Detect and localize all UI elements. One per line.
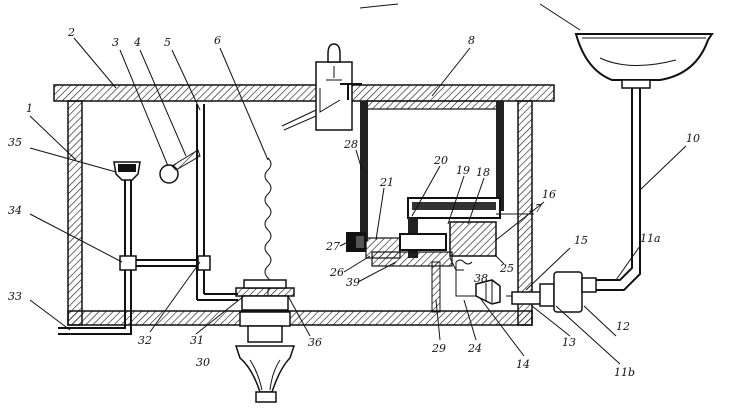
float-ball <box>159 149 201 184</box>
label-38: 38 <box>474 272 488 285</box>
label-28: 28 <box>343 138 358 151</box>
lift-chain <box>264 157 272 298</box>
label-6: 6 <box>214 34 221 47</box>
label-27: 27 <box>325 240 340 253</box>
valve-12 <box>539 271 597 313</box>
label-30: 30 <box>196 356 210 369</box>
leader-lines <box>29 3 687 365</box>
label-33: 33 <box>8 290 22 303</box>
drain-outlet <box>234 345 296 403</box>
label-3: 3 <box>112 36 119 49</box>
label-17: 17 <box>528 202 542 215</box>
label-16: 16 <box>542 188 556 201</box>
label-25: 25 <box>499 262 514 275</box>
label-39: 39 <box>346 276 360 289</box>
label-21: 21 <box>379 176 394 189</box>
label-5: 5 <box>164 36 171 49</box>
label-32: 32 <box>138 334 152 347</box>
label-19: 19 <box>456 164 470 177</box>
flush-valve <box>235 279 295 343</box>
inlet-valve <box>58 161 200 335</box>
top-float-valve <box>281 43 362 131</box>
inner-chamber <box>360 100 504 241</box>
label-20: 20 <box>433 154 448 167</box>
label-26: 26 <box>329 266 344 279</box>
pipe-29 <box>431 261 441 313</box>
label-4: 4 <box>133 36 141 49</box>
label-11b: 11b <box>614 366 635 379</box>
drain-nozzle <box>475 279 501 305</box>
label-2: 2 <box>67 26 75 39</box>
label-15: 15 <box>574 234 588 247</box>
label-12: 12 <box>616 320 630 333</box>
label-1: 1 <box>26 102 33 115</box>
label-11a: 11a <box>640 232 661 245</box>
tank-wall-left <box>67 100 83 326</box>
label-13: 13 <box>562 336 576 349</box>
overflow-tube <box>196 104 238 301</box>
label-24: 24 <box>467 342 482 355</box>
label-35: 35 <box>8 136 22 149</box>
label-8: 8 <box>468 34 475 47</box>
label-36: 36 <box>308 336 322 349</box>
valve-assembly <box>346 197 501 271</box>
label-29: 29 <box>431 342 446 355</box>
label-31: 31 <box>190 334 204 347</box>
label-10: 10 <box>686 132 700 145</box>
basin <box>574 33 714 89</box>
pipe-10 <box>596 88 641 291</box>
tank-lid <box>53 84 555 102</box>
part-labels: 1 2 3 4 5 6 8 10 35 34 33 32 31 36 30 28… <box>8 26 700 379</box>
outlet-fitting <box>506 291 543 305</box>
label-18: 18 <box>476 166 490 179</box>
label-14: 14 <box>516 358 530 371</box>
label-34: 34 <box>8 204 22 217</box>
